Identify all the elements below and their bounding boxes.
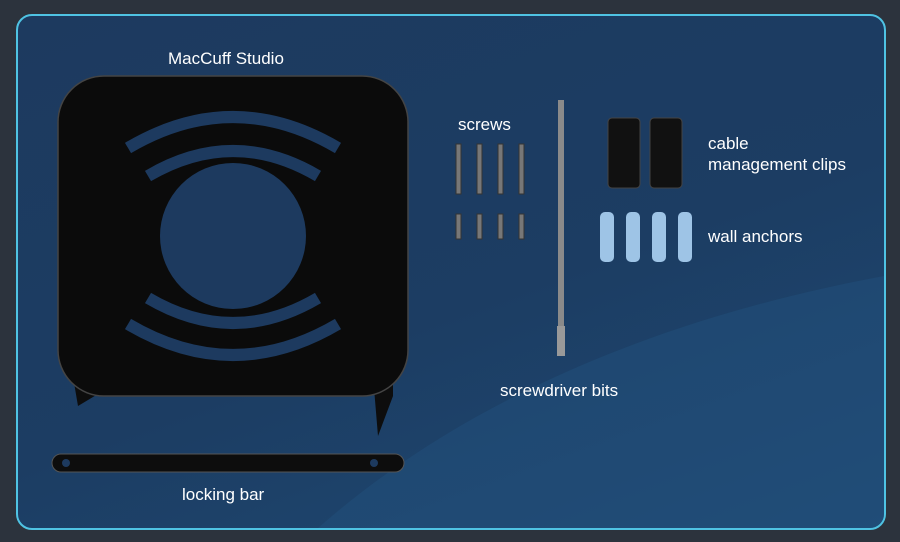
background-wave xyxy=(318,276,884,528)
product-parts-illustration xyxy=(51,75,692,473)
cable-clips-illustration xyxy=(607,117,683,189)
label-cable-clips-2: management clips xyxy=(708,155,846,174)
label-wall-anchors: wall anchors xyxy=(708,227,803,246)
screwdriver-illustration xyxy=(557,100,565,356)
locking-bar-illustration xyxy=(51,453,405,473)
screws-illustration xyxy=(455,143,525,240)
label-locking-bar: locking bar xyxy=(182,485,265,504)
label-screws: screws xyxy=(458,115,511,134)
product-card: MacCuff Studio screws cable management c… xyxy=(16,14,886,530)
label-product: MacCuff Studio xyxy=(168,49,284,68)
label-cable-clips-1: cable xyxy=(708,134,749,153)
wall-anchors-illustration xyxy=(600,212,692,262)
label-screwdriver-bits: screwdriver bits xyxy=(500,381,619,400)
mount-bracket xyxy=(57,75,409,436)
